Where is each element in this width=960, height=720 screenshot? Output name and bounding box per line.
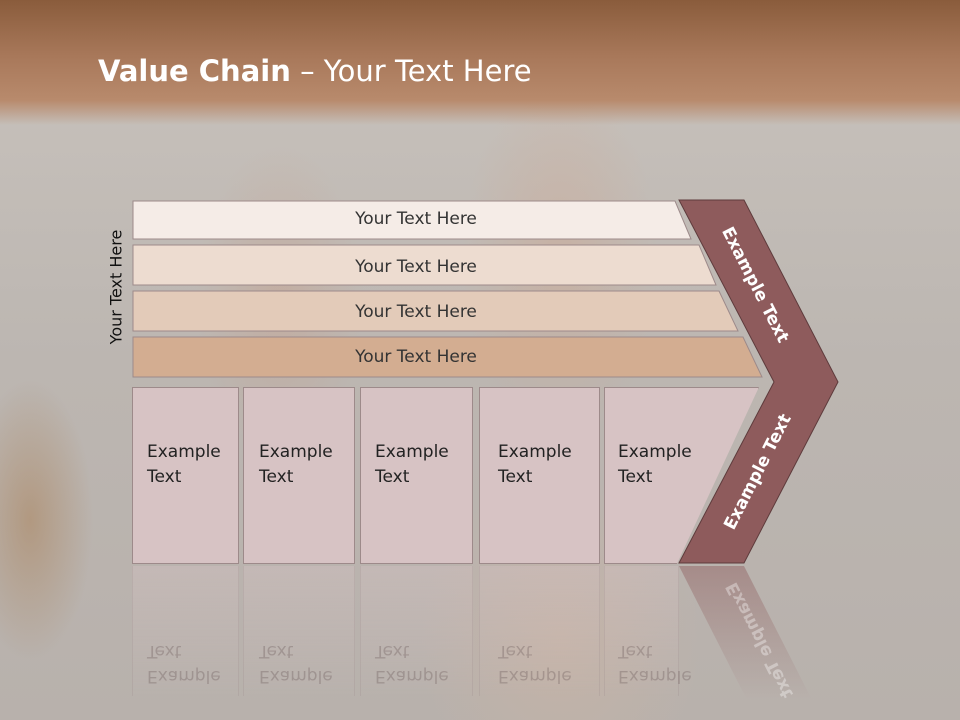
- slide-title: Value Chain – Your Text Here: [98, 54, 532, 94]
- row-label-3: Your Text Here: [355, 302, 477, 322]
- box-reflection-2: [243, 566, 355, 696]
- title-bar: [0, 0, 960, 125]
- activity-box-4: [479, 387, 600, 564]
- box-reflection-1: [132, 566, 239, 696]
- title-bold: Value Chain: [98, 54, 291, 88]
- box-reflection-5: [604, 566, 679, 696]
- activity-box-2: [243, 387, 355, 564]
- box-reflection-3: [360, 566, 473, 696]
- row-band-3: [132, 290, 739, 332]
- title-rest: – Your Text Here: [290, 54, 532, 88]
- row-label-4: Your Text Here: [355, 347, 477, 367]
- activity-box-3: [360, 387, 473, 564]
- box-reflection-4: [479, 566, 600, 696]
- row-label-2: Your Text Here: [355, 257, 477, 277]
- activity-box-1: [132, 387, 239, 564]
- row-band-4: [132, 336, 763, 378]
- chevron-arrow: [678, 199, 839, 564]
- row-band-2: [132, 244, 717, 286]
- row-band-1: [132, 200, 692, 240]
- chevron-reflection: [679, 566, 812, 700]
- row-label-1: Your Text Here: [355, 209, 477, 229]
